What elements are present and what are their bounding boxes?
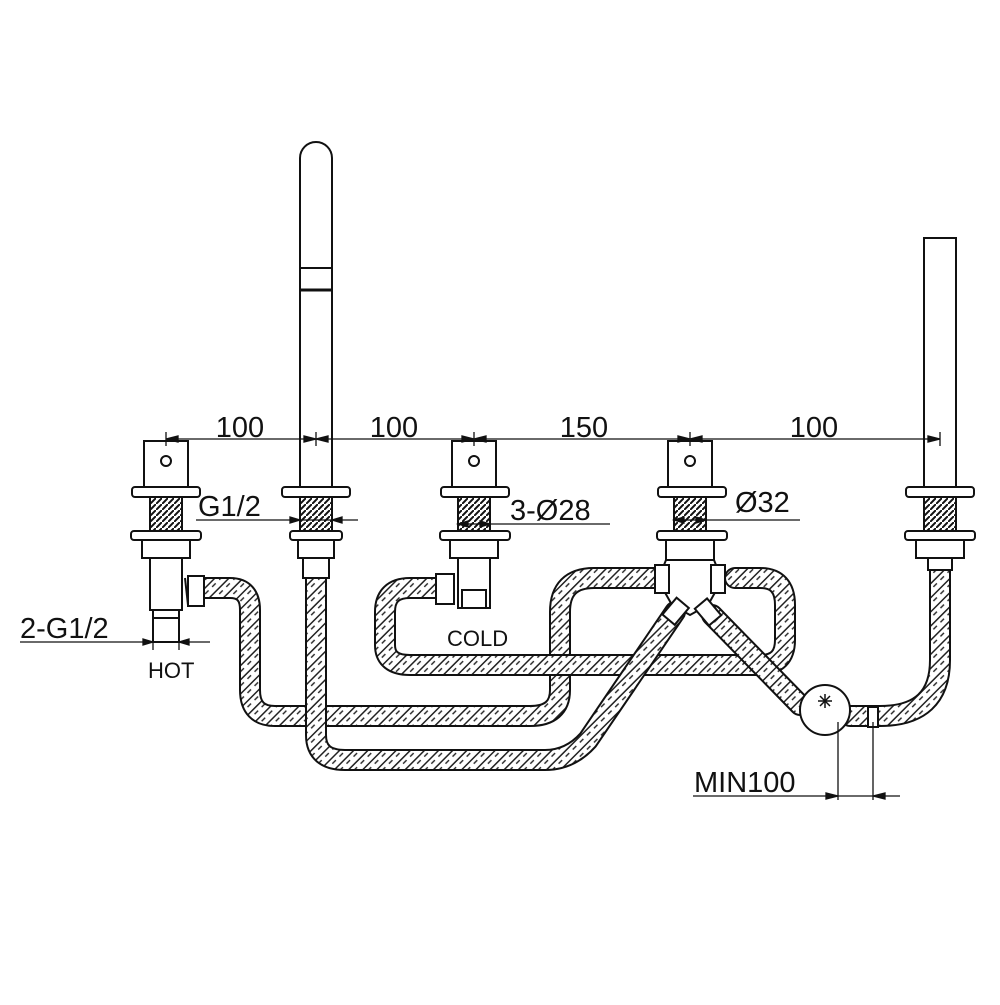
hose-clearance-label: MIN100 <box>694 767 796 799</box>
handshower-thread <box>923 496 957 532</box>
hot-valve-flange <box>131 486 201 498</box>
hose-spout <box>305 564 686 771</box>
cold-valve-outlet-nut <box>435 573 455 605</box>
diverter-indicator-icon <box>684 455 696 467</box>
hose-handshower <box>701 554 951 727</box>
check-valve-ball <box>799 684 851 736</box>
hose-hot-to-diverter <box>189 567 666 727</box>
hot-label: HOT <box>148 658 194 683</box>
check-valve-icon <box>818 694 832 708</box>
hot-valve-outlet-nut <box>187 575 205 607</box>
dimension-lines <box>20 432 941 800</box>
inlet-thread-label: 2-G1/2 <box>20 613 109 645</box>
handshower-handle <box>923 237 957 488</box>
diverter-flange <box>657 486 727 498</box>
hot-valve-thread <box>149 496 183 532</box>
spout-flange <box>281 486 351 498</box>
cold-label: COLD <box>447 626 508 651</box>
hole-diameter-label: 3-Ø28 <box>510 495 591 527</box>
spout-thread <box>299 496 333 532</box>
dimension-labels: 100 100 150 100 G1/2 3-Ø28 Ø32 2-G1/2 MI… <box>20 412 838 799</box>
spacing-label-1: 100 <box>216 412 264 444</box>
hot-valve <box>130 440 205 643</box>
inlet-labels: HOT COLD <box>148 626 508 683</box>
cold-valve-flange <box>440 486 510 498</box>
hose-cold-to-diverter <box>374 567 796 676</box>
braided-hoses <box>189 554 951 771</box>
spacing-label-2: 100 <box>370 412 418 444</box>
spout-tube <box>299 141 333 488</box>
handshower <box>904 237 976 571</box>
handshower-flange <box>905 486 975 498</box>
diverter-thread <box>673 496 707 532</box>
spout-thread-label: G1/2 <box>198 491 261 523</box>
spacing-label-3: 150 <box>560 412 608 444</box>
diverter-diameter-label: Ø32 <box>735 487 790 519</box>
hot-valve-indicator-icon <box>160 455 172 467</box>
spout <box>281 141 351 579</box>
diverter <box>654 440 728 627</box>
spacing-label-4: 100 <box>790 412 838 444</box>
cold-valve-indicator-icon <box>468 455 480 467</box>
